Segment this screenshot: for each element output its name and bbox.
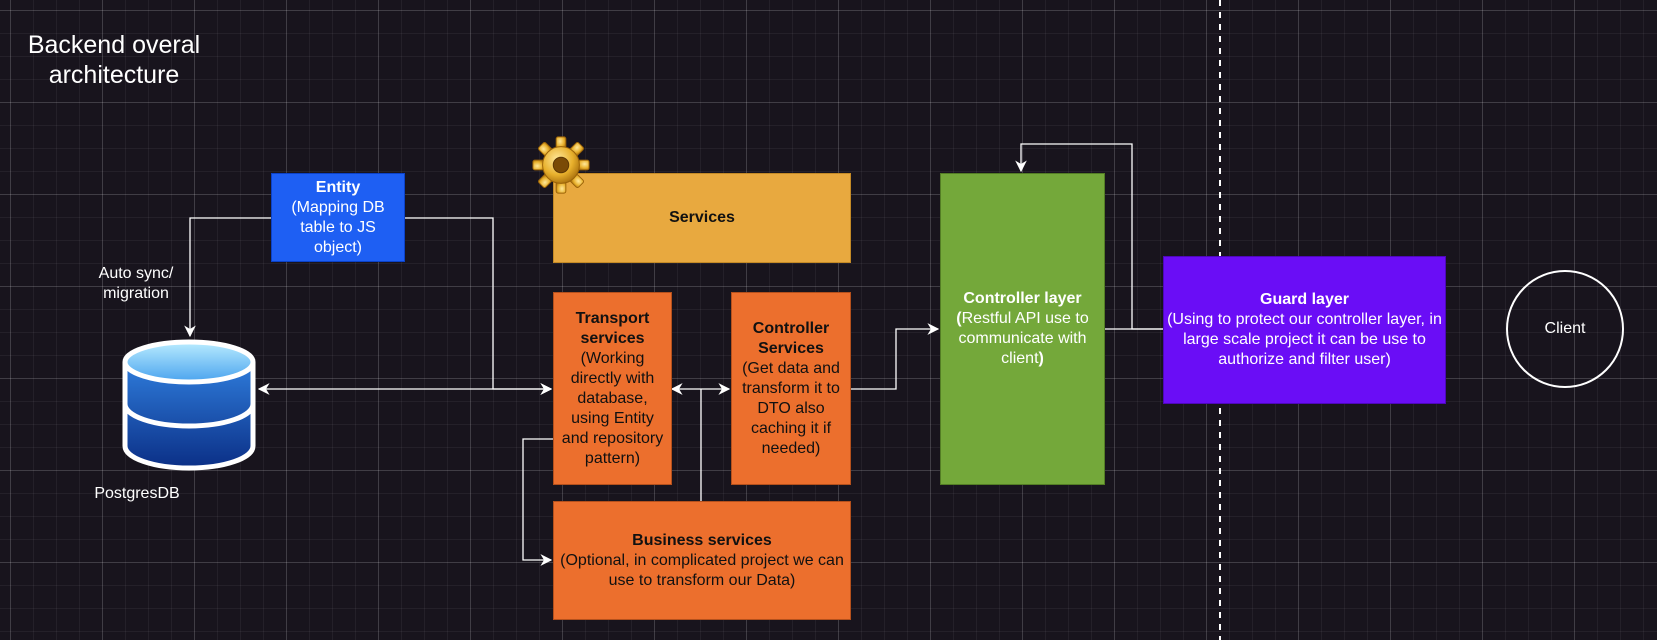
gear-icon (532, 136, 590, 194)
controller-layer-title: Controller layer (963, 290, 1082, 307)
services-title: Services (669, 209, 735, 226)
entity-title: Entity (315, 178, 361, 196)
auto-sync-label: Auto sync/ migration (98, 265, 174, 302)
database-label: PostgresDB (94, 485, 180, 502)
controller-layer-desc-text: Restful API use to communicate with clie… (958, 310, 1089, 367)
guard-layer-title: Guard layer (1260, 291, 1349, 308)
client-node[interactable]: Client (1506, 270, 1624, 388)
controller-services-desc: (Get data and transform it to DTO also c… (742, 359, 840, 457)
business-services-desc: (Optional, in complicated project we can… (560, 551, 844, 589)
guard-layer-desc: (Using to protect our controller layer, … (1167, 311, 1442, 368)
entity-to-db-arrow (184, 217, 271, 338)
controller-layer-box[interactable]: Controller layer (Restful API use to com… (940, 173, 1105, 485)
database-cylinder-icon[interactable] (122, 338, 256, 472)
transport-services-desc: (Working directly with database, using E… (561, 349, 664, 467)
diagram-title: Backend overal architecture (27, 31, 201, 89)
transport-services-title: Transport services (575, 309, 650, 347)
business-services-box[interactable]: Business services (Optional, in complica… (553, 501, 851, 620)
services-box[interactable]: Services (553, 173, 851, 263)
controller-services-title: Controller Services (752, 319, 830, 357)
transport-services-box[interactable]: Transport services (Working directly wit… (553, 292, 672, 485)
ctrl-services-to-controller-arrow (851, 323, 940, 390)
client-label: Client (1544, 320, 1586, 337)
transport-to-business-arrow (522, 438, 553, 566)
controller-services-box[interactable]: Controller Services (Get data and transf… (731, 292, 851, 485)
controller-layer-desc: (Restful API use to communicate with cli… (944, 309, 1101, 369)
entity-to-transport-arrow (405, 217, 553, 395)
entity-desc: (Mapping DB table to JS object) (291, 198, 385, 256)
controller-layer-desc-open: ( (956, 310, 962, 327)
controller-layer-desc-close: ) (1038, 350, 1044, 367)
business-services-title: Business services (632, 531, 772, 549)
guard-layer-box[interactable]: Guard layer (Using to protect our contro… (1163, 256, 1446, 404)
entity-box[interactable]: Entity (Mapping DB table to JS object) (271, 173, 405, 262)
